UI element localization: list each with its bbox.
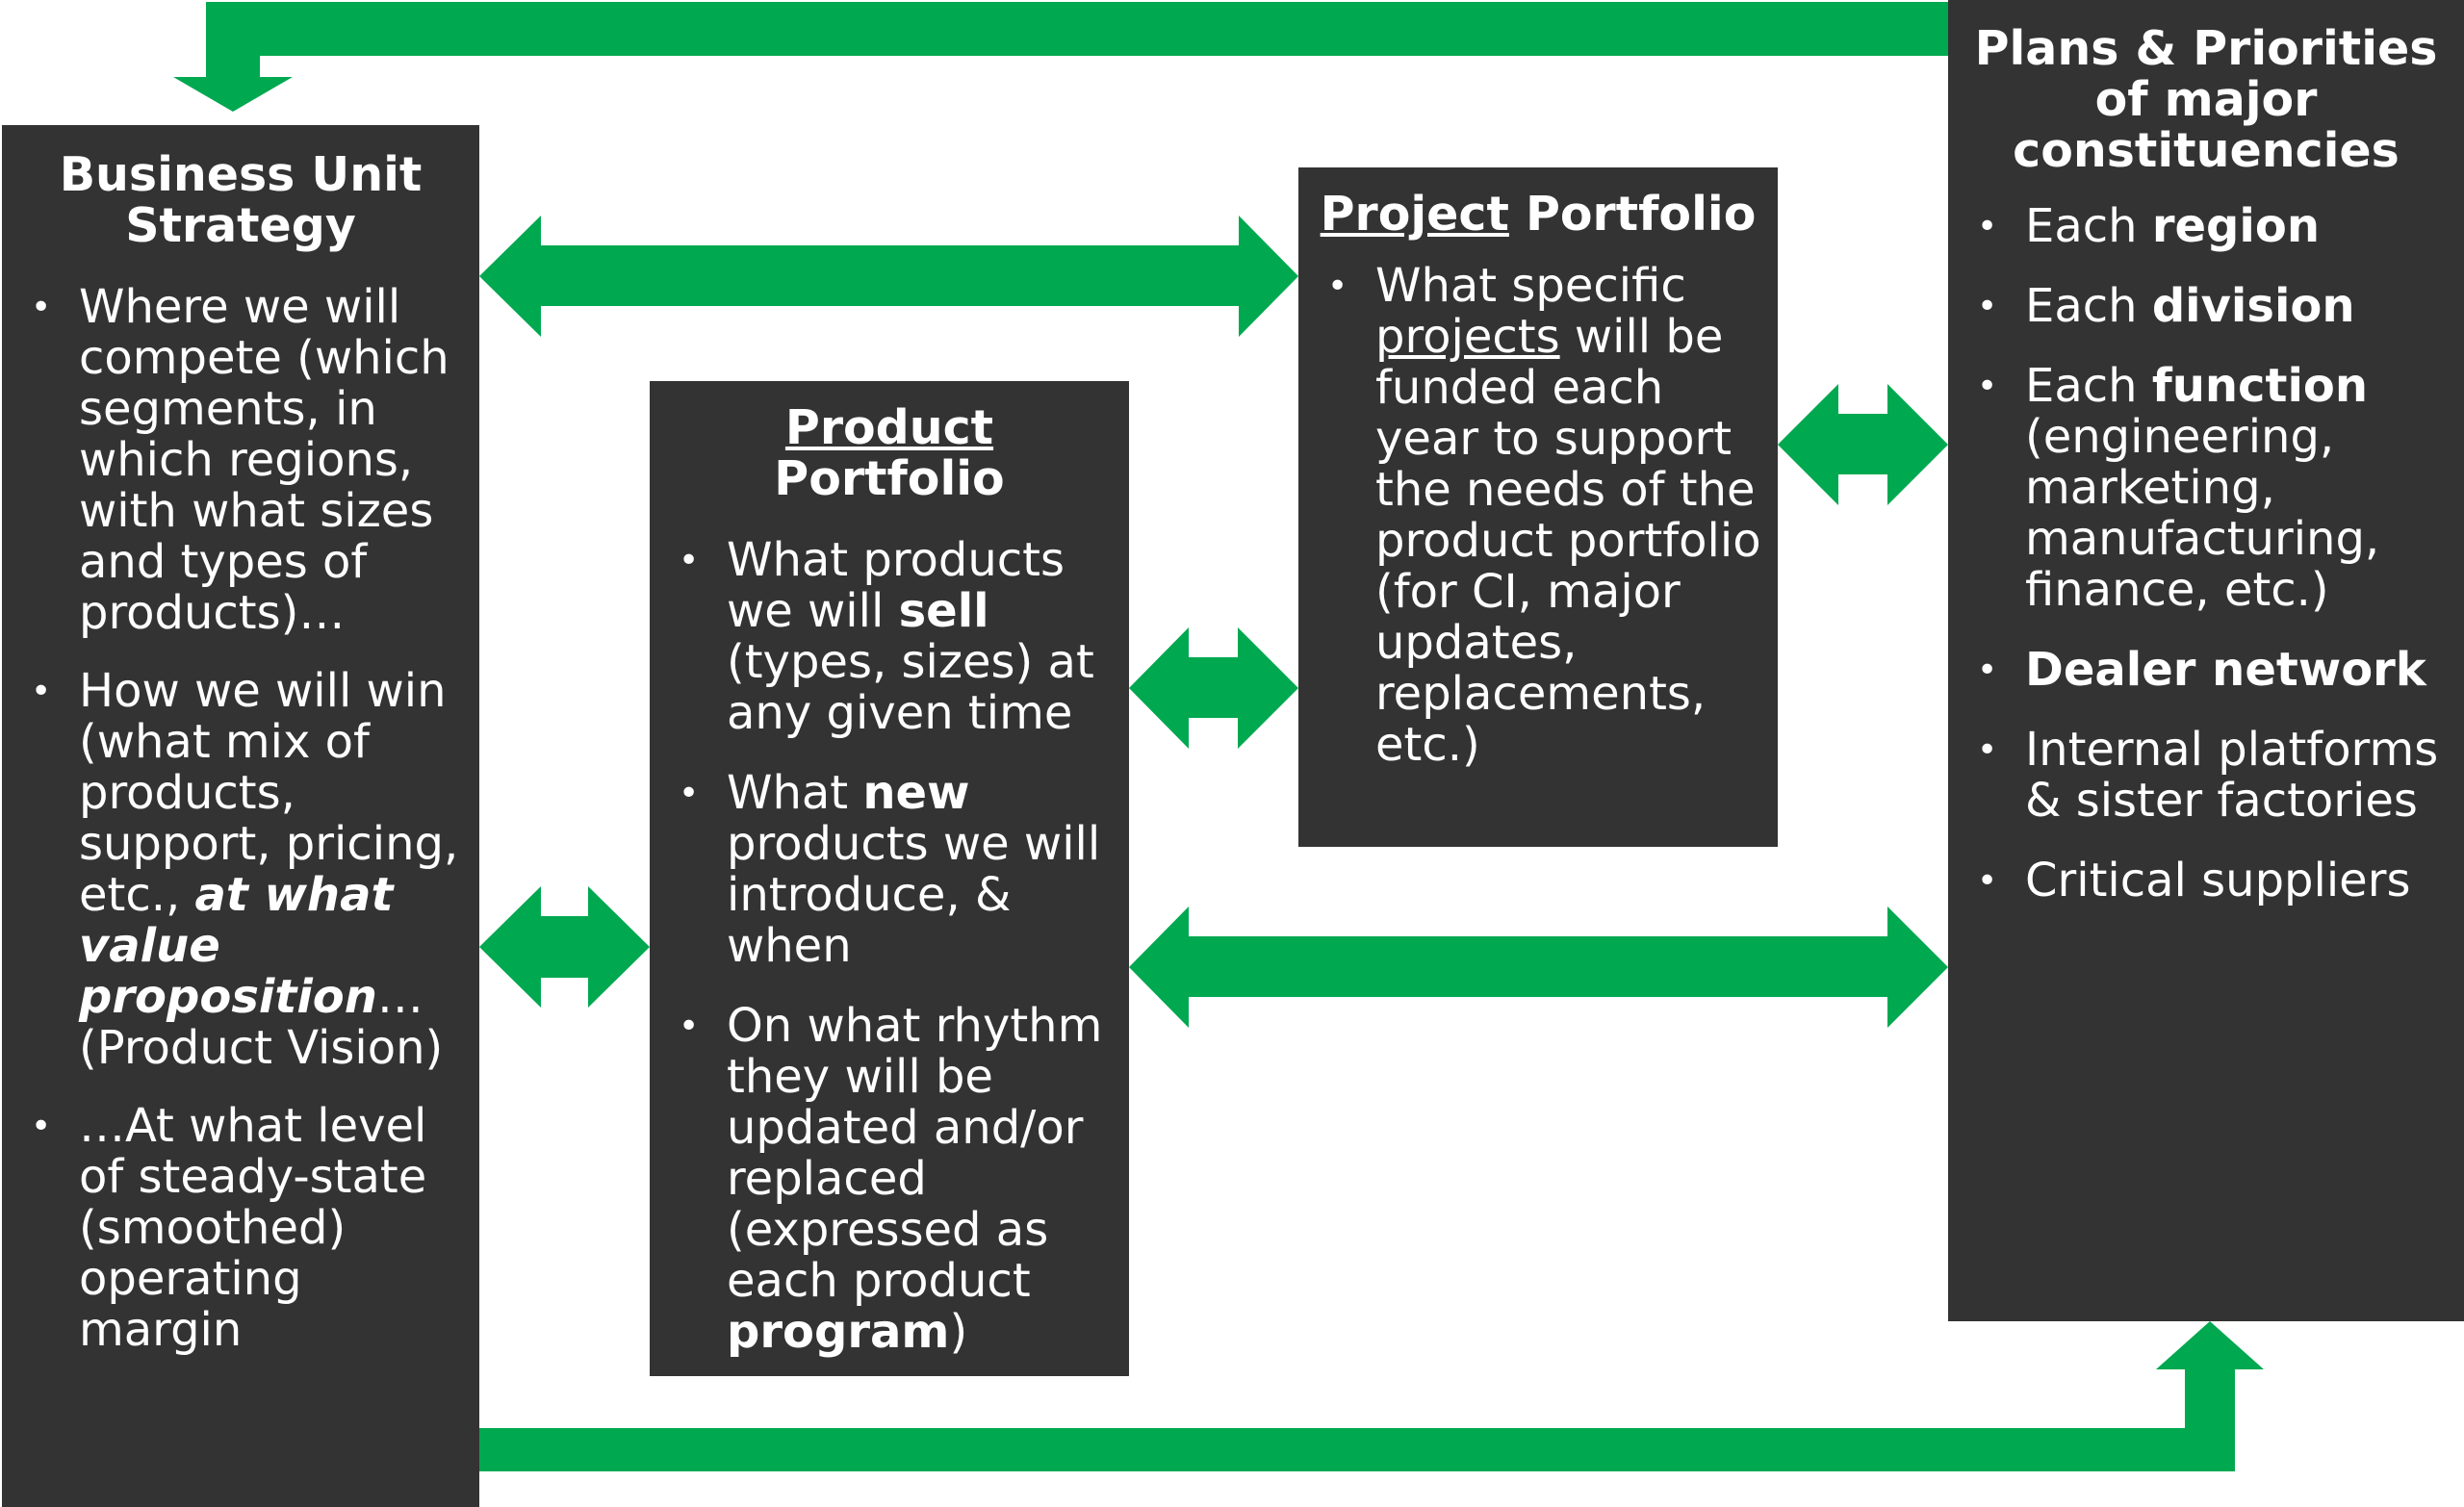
strategy-title-line2: Strategy — [125, 198, 356, 253]
project-title-underlined: Project — [1320, 187, 1509, 242]
strategy-bullets: Where we will compete (which segments, i… — [2, 282, 479, 1356]
plans-title-line3: constituencies — [2013, 123, 2400, 178]
product-bullets: What products we will sell (types, sizes… — [650, 535, 1129, 1358]
product-bullet-new: What new products we will introduce, & w… — [650, 768, 1129, 972]
project-title: Project Portfolio — [1298, 189, 1778, 240]
plans-bullet-dealer: Dealer network — [1948, 645, 2464, 697]
arrow-product-plans — [1129, 907, 1948, 1028]
plans-bullet-internal: Internal platforms & sister factories — [1948, 725, 2464, 827]
strategy-bullet-margin: …At what level of steady-state (smoothed… — [2, 1101, 479, 1356]
project-bullet-funded: What specific projects will be funded ea… — [1298, 261, 1778, 771]
plans-title: Plans & Priorities of major constituenci… — [1948, 23, 2464, 176]
feedback-arrow-bottom — [479, 1321, 2264, 1471]
plans-title-line2: of major — [2094, 72, 2318, 127]
strategy-bullet-how: How we will win (what mix of products, s… — [2, 666, 479, 1074]
project-bullets: What specific projects will be funded ea… — [1298, 261, 1778, 771]
product-bullet-rhythm: On what rhythm they will be updated and/… — [650, 1001, 1129, 1358]
arrow-product-project — [1129, 627, 1298, 749]
plans-bullet-division: Each division — [1948, 281, 2464, 333]
plans-bullet-suppliers: Critical suppliers — [1948, 856, 2464, 907]
business-unit-strategy-box: Business Unit Strategy Where we will com… — [2, 125, 479, 1507]
strategy-title: Business Unit Strategy — [2, 149, 479, 251]
product-bullet-sell: What products we will sell (types, sizes… — [650, 535, 1129, 739]
project-title-rest: Portfolio — [1508, 187, 1757, 242]
product-portfolio-box: Product Portfolio What products we will … — [650, 381, 1129, 1376]
plans-bullet-region: Each region — [1948, 201, 2464, 253]
plans-priorities-box: Plans & Priorities of major constituenci… — [1948, 0, 2464, 1321]
arrow-strategy-project — [479, 216, 1298, 337]
plans-title-line1: Plans & Priorities — [1974, 21, 2438, 76]
feedback-arrow-top — [173, 2, 1949, 112]
plans-bullets: Each region Each division Each function … — [1948, 201, 2464, 907]
arrow-strategy-product — [479, 886, 650, 1008]
product-title-line1: Product — [784, 400, 994, 455]
arrow-project-plans — [1778, 384, 1948, 505]
project-portfolio-box: Project Portfolio What specific projects… — [1298, 167, 1778, 847]
strategy-title-line1: Business Unit — [59, 147, 423, 202]
plans-bullet-function: Each function (engineering, marketing, m… — [1948, 361, 2464, 616]
product-title: Product Portfolio — [650, 402, 1129, 504]
product-title-line2: Portfolio — [774, 451, 1005, 506]
strategy-bullet-where: Where we will compete (which segments, i… — [2, 282, 479, 639]
